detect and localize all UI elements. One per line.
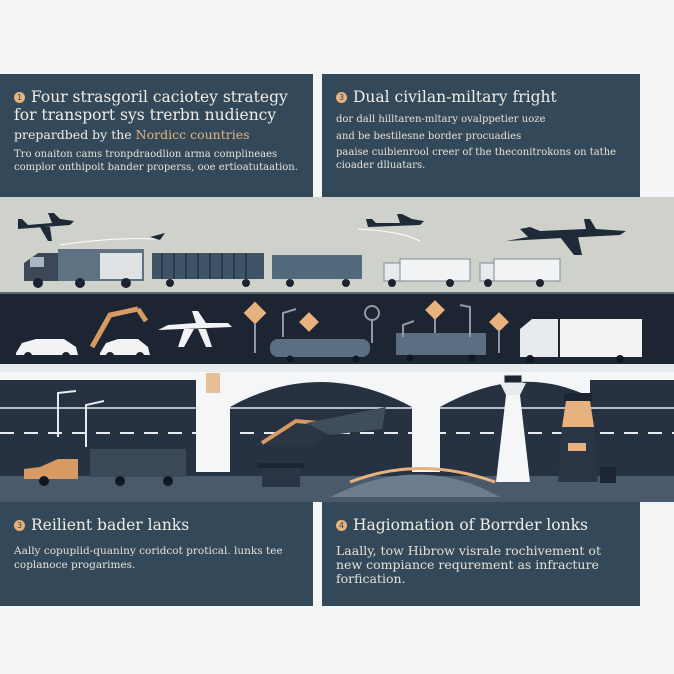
strategy-description: Tro onaiton cams tronpdraodlion arma com…	[14, 149, 298, 173]
fighter-jet-icon	[506, 219, 626, 255]
number-badge: 4	[336, 520, 347, 531]
excavator-icon	[254, 407, 386, 445]
number-badge: 3	[14, 520, 25, 531]
airplane-icon	[18, 213, 74, 241]
strategy-subtitle: prepardbed by the Nordicc countries	[14, 127, 250, 142]
resilient-links-description: Aally copuplid-quaniny coridcot protical…	[14, 545, 283, 571]
container-train-icon	[152, 253, 362, 287]
dual-freight-line-1: dor dall hilltaren-mltary ovalppetier uo…	[336, 114, 546, 125]
dump-truck-icon	[24, 449, 186, 486]
number-badge: 3	[336, 92, 347, 103]
border-station-icon	[258, 463, 616, 497]
number-badge: 1	[14, 92, 25, 103]
airplane-icon	[158, 311, 232, 347]
airplane-icon	[150, 233, 165, 240]
control-tower-icon	[496, 374, 530, 482]
harmonization-description: Laally, tow Hibrow visrale rochivement o…	[336, 543, 601, 586]
cargo-truck-icon	[270, 319, 642, 363]
cargo-truck-icon	[383, 258, 561, 287]
lighthouse-icon	[558, 393, 598, 482]
dual-freight-line-3: paaise cuibienrool creer of the theconit…	[336, 147, 617, 171]
excavator-icon	[89, 306, 149, 349]
street-lamp-icon	[282, 304, 471, 343]
street-lamp-icon	[57, 390, 105, 447]
warning-sign-icon	[243, 300, 509, 353]
car-icon	[16, 339, 150, 360]
transport-illustration	[0, 197, 674, 502]
cargo-truck-icon	[24, 249, 144, 288]
fighter-jet-icon	[366, 214, 424, 227]
dual-freight-line-2: and be bestilesne border procuadies	[336, 130, 522, 142]
